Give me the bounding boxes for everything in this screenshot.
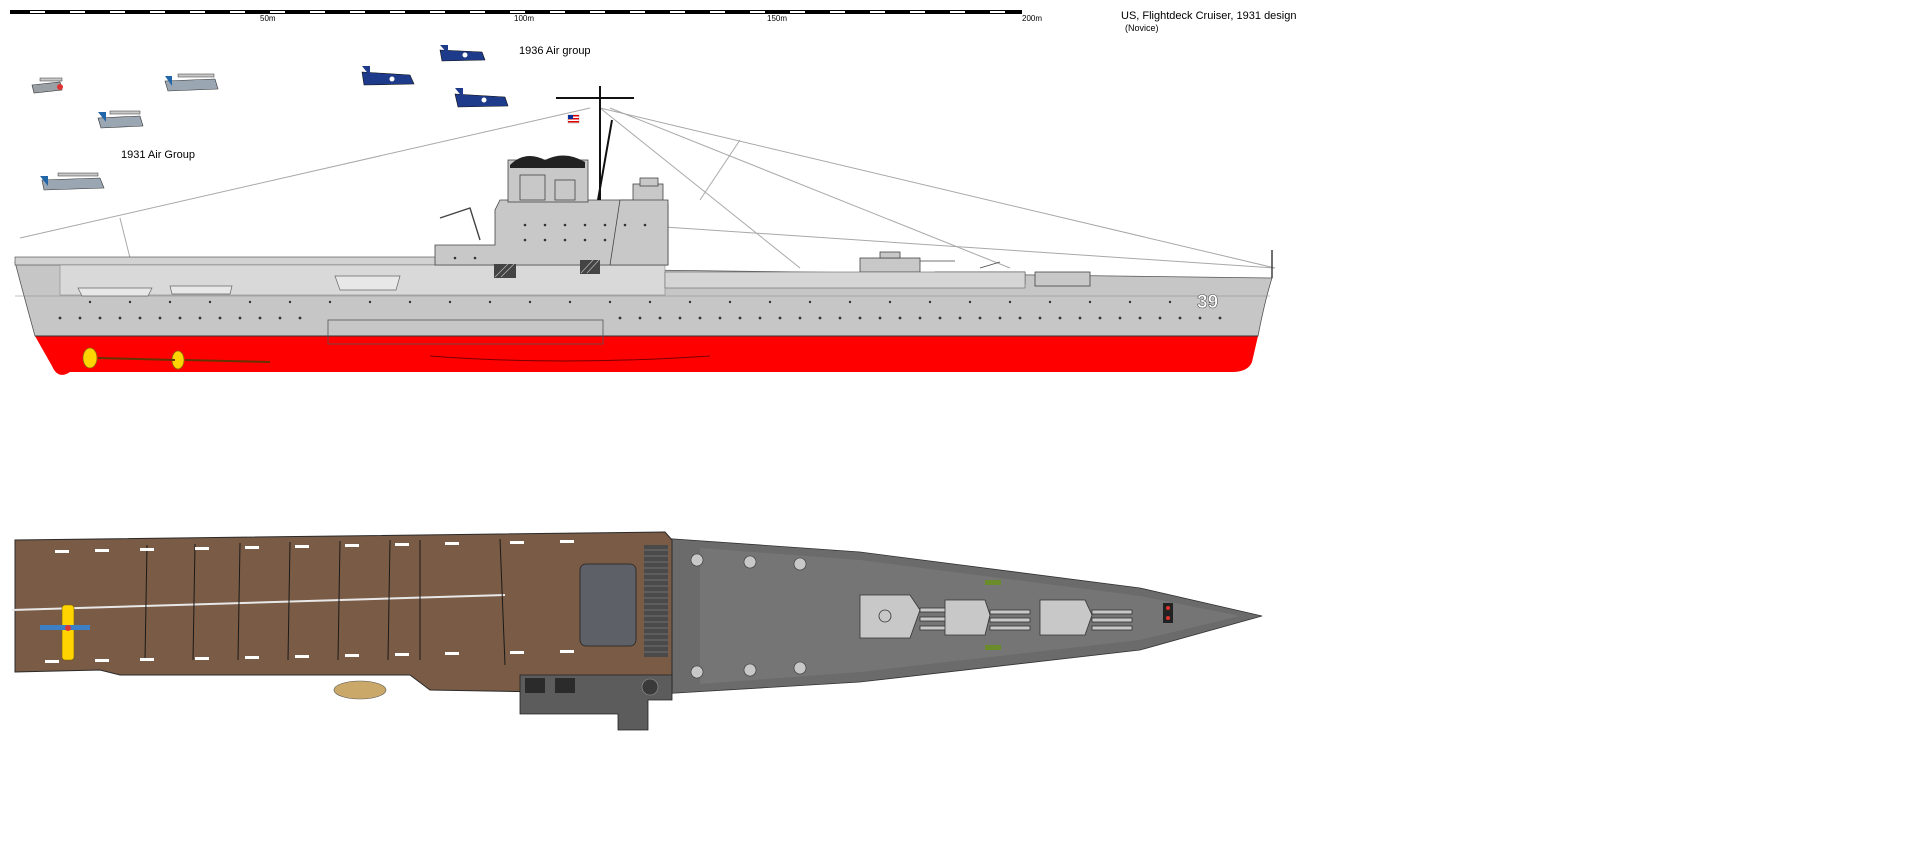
monoplane-icon	[454, 88, 509, 108]
us-flag-icon	[567, 114, 580, 124]
monoplane-icon	[439, 45, 486, 62]
biplane-icon	[164, 73, 219, 92]
propeller-icon	[82, 347, 271, 370]
drawing-title: US, Flightdeck Cruiser, 1931 design	[1121, 10, 1297, 22]
biplane-icon	[31, 77, 63, 94]
scale-label-150m: 150m	[767, 14, 788, 23]
side-profile: 39	[14, 86, 1276, 375]
scale-label-50m: 50m	[260, 14, 276, 23]
hull-number: 39	[1197, 292, 1218, 313]
air-group-1931-label: 1931 Air Group	[121, 149, 195, 161]
scale-label-100m: 100m	[514, 14, 535, 23]
biplane-icon	[40, 604, 90, 661]
air-group-1936-label: 1936 Air group	[519, 45, 591, 57]
scale-label-200m: 200m	[1022, 14, 1043, 23]
monoplane-icon	[361, 66, 415, 86]
biplane-icon	[97, 110, 144, 129]
author-credit: (Novice)	[1125, 23, 1159, 33]
scale-bar	[10, 10, 1022, 14]
aircraft-group	[31, 45, 509, 191]
biplane-icon	[40, 172, 105, 191]
top-view	[11, 531, 1263, 731]
propeller-icon	[985, 580, 1001, 650]
